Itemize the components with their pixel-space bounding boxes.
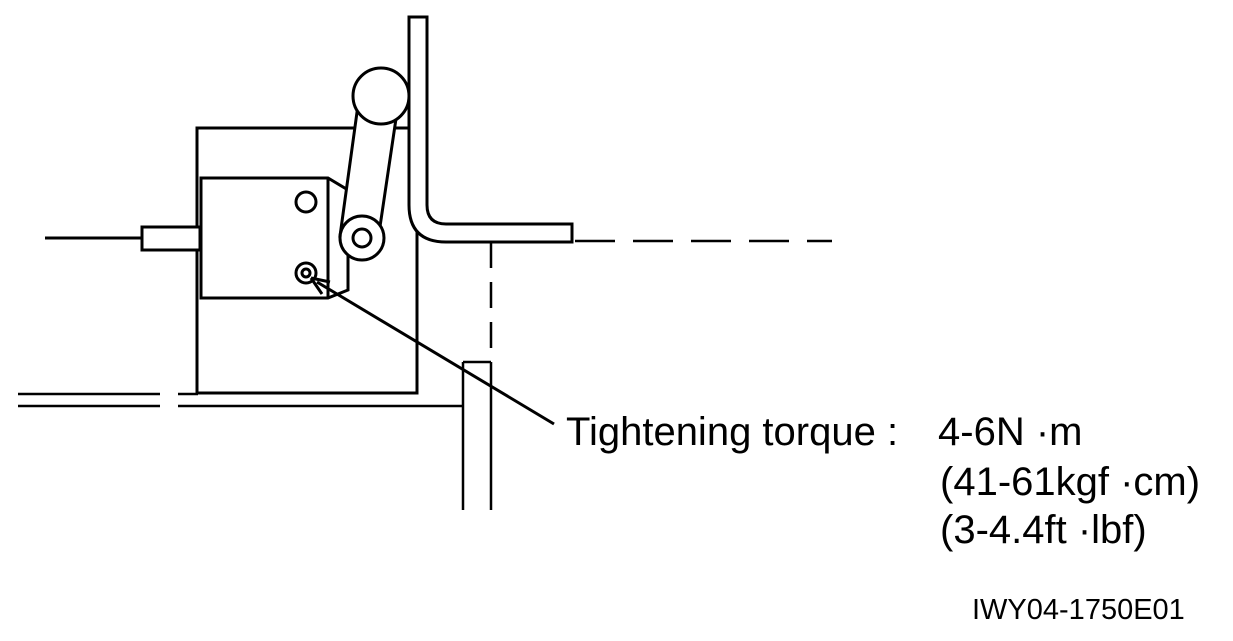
upper-screw	[294, 190, 318, 214]
leader-line	[309, 276, 555, 426]
lever-pivot	[338, 214, 386, 262]
bent-plate	[407, 15, 574, 244]
torque-value-ftlbf: (3-4.4ft ·lbf)	[940, 508, 1147, 552]
torque-value-kgfcm: (41-61kgf ·cm)	[940, 460, 1201, 504]
lower-screw	[294, 261, 318, 285]
plunger	[140, 225, 202, 252]
torque-value-nm: 4-6N ·m	[938, 410, 1083, 454]
rail-lines	[18, 392, 463, 408]
figure-code: IWY04-1750E01	[972, 594, 1185, 626]
torque-label: Tightening torque :	[566, 410, 899, 454]
vertical-post	[461, 242, 493, 510]
mounting-bracket	[195, 126, 419, 395]
lever-roller	[351, 66, 411, 126]
